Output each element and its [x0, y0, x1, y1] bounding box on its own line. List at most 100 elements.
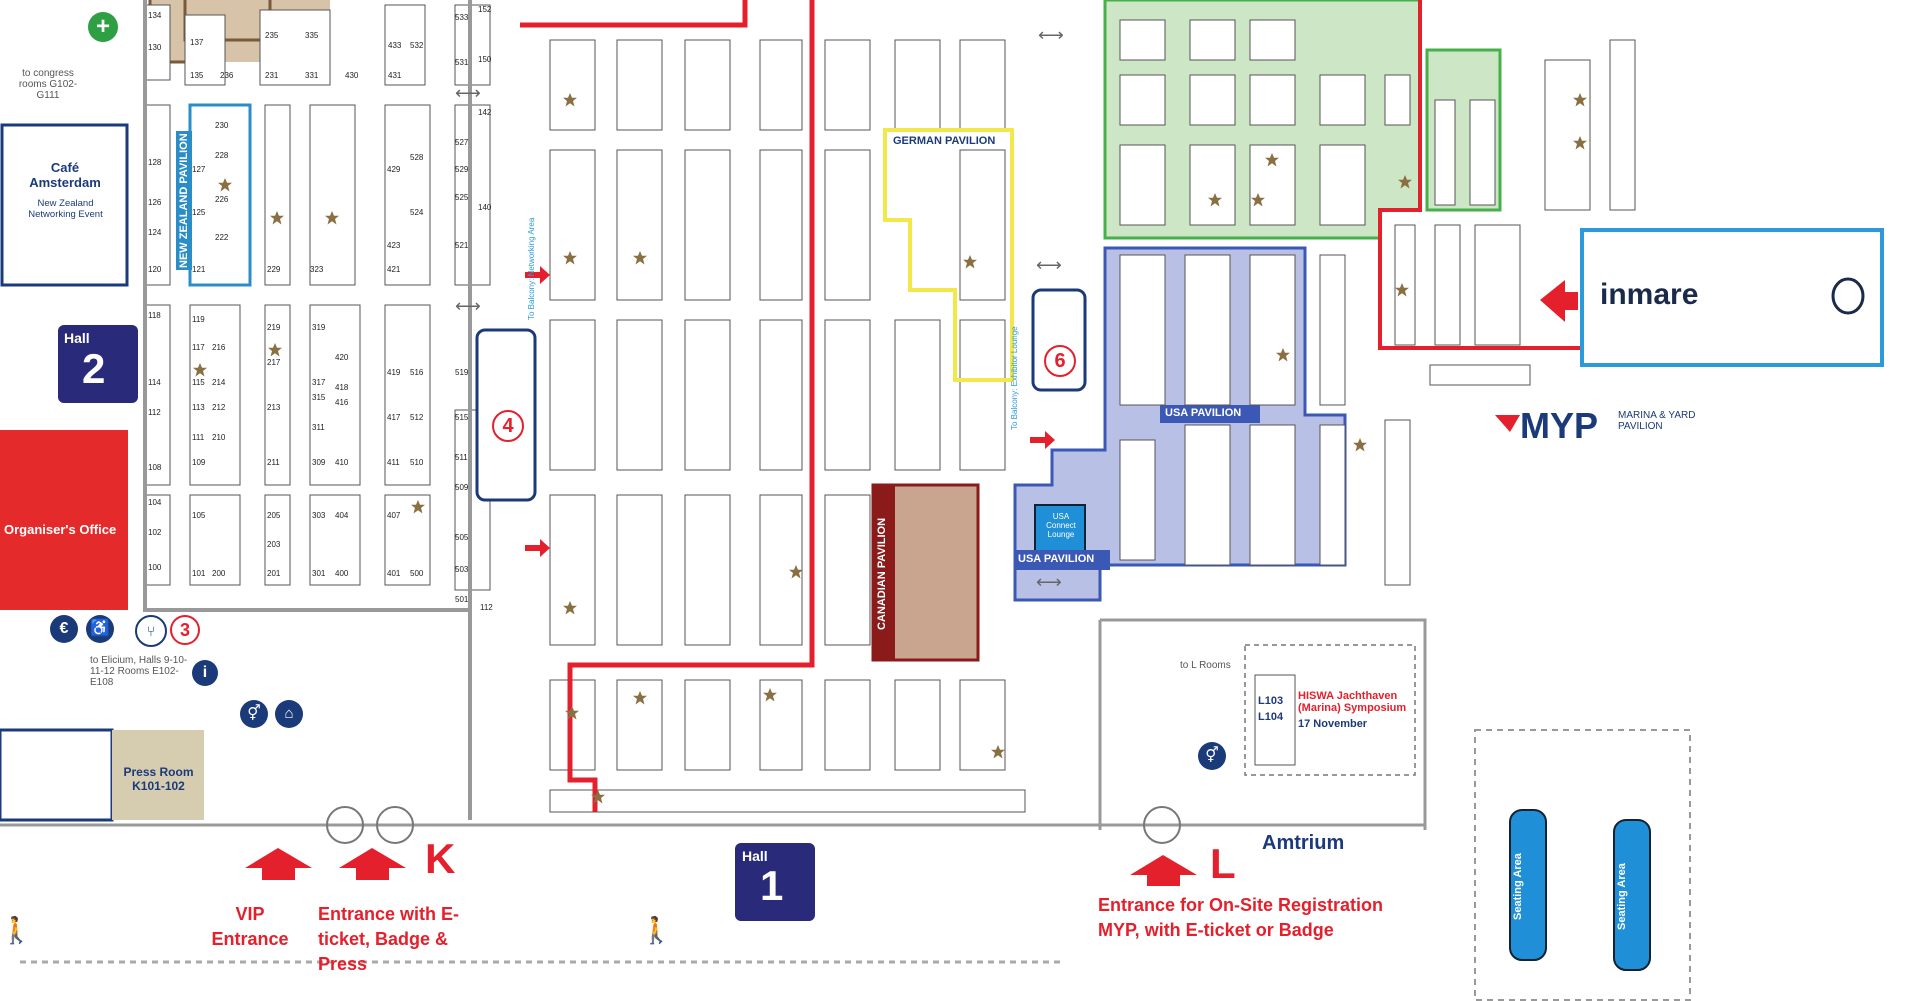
booth-number[interactable]: 430 — [345, 71, 359, 80]
toilet-icon[interactable]: ⚥ — [240, 700, 268, 728]
booth-number[interactable]: 527 — [455, 138, 469, 147]
booth-number[interactable]: 134 — [148, 11, 162, 20]
booth-number[interactable]: 128 — [148, 158, 162, 167]
catering-6-marker[interactable]: 6 — [1044, 345, 1076, 377]
booth-number[interactable]: 216 — [212, 343, 226, 352]
booth-number[interactable]: 226 — [215, 195, 229, 204]
booth-number[interactable]: 431 — [388, 71, 402, 80]
booth-number[interactable]: 119 — [192, 315, 205, 324]
booth-number[interactable]: 511 — [455, 453, 468, 462]
booth-number[interactable]: 124 — [148, 228, 162, 237]
wheelchair-icon[interactable]: ♿ — [86, 615, 114, 643]
booth-number[interactable]: 231 — [265, 71, 279, 80]
booth-number[interactable]: 315 — [312, 393, 326, 402]
toilet-icon[interactable]: ⚥ — [1198, 742, 1226, 770]
booth-number[interactable]: 135 — [190, 71, 204, 80]
booth-number[interactable]: 105 — [192, 511, 206, 520]
booth-number[interactable]: 317 — [312, 378, 326, 387]
booth-number[interactable]: 533 — [455, 13, 469, 22]
booth-number[interactable]: 532 — [410, 41, 424, 50]
booth-number[interactable]: 102 — [148, 528, 162, 537]
booth-number[interactable]: 236 — [220, 71, 234, 80]
booth-number[interactable]: 109 — [192, 458, 206, 467]
booth-number[interactable]: 433 — [388, 41, 402, 50]
booth-number[interactable]: 201 — [267, 569, 281, 578]
catering-3-marker[interactable]: 3 — [170, 615, 200, 645]
booth-number[interactable]: 416 — [335, 398, 349, 407]
restaurant-icon[interactable]: ⑂ — [135, 615, 167, 647]
booth-number[interactable]: 212 — [212, 403, 226, 412]
booth-number[interactable]: 503 — [455, 565, 469, 574]
booth-number[interactable]: 323 — [310, 265, 324, 274]
booth-number[interactable]: 214 — [212, 378, 226, 387]
booth-number[interactable]: 531 — [455, 58, 469, 67]
booth-number[interactable]: 410 — [335, 458, 349, 467]
booth-number[interactable]: 222 — [215, 233, 229, 242]
booth-number[interactable]: 125 — [192, 208, 206, 217]
booth-number[interactable]: 525 — [455, 193, 469, 202]
booth-number[interactable]: 211 — [267, 458, 280, 467]
booth-number[interactable]: 516 — [410, 368, 424, 377]
booth-number[interactable]: 213 — [267, 403, 281, 412]
booth-number[interactable]: 519 — [455, 368, 469, 377]
booth-number[interactable]: 311 — [312, 423, 325, 432]
booth-number[interactable]: 203 — [267, 540, 281, 549]
booth-number[interactable]: 411 — [387, 458, 400, 467]
booth-number[interactable]: 205 — [267, 511, 281, 520]
booth-number[interactable]: 152 — [478, 5, 492, 14]
booth-number[interactable]: 127 — [192, 165, 206, 174]
booth-number[interactable]: 309 — [312, 458, 326, 467]
booth-number[interactable]: 112 — [480, 603, 493, 612]
booth-number[interactable]: 118 — [148, 311, 161, 320]
booth-number[interactable]: 515 — [455, 413, 469, 422]
first-aid-icon[interactable]: + — [88, 12, 118, 42]
booth-number[interactable]: 418 — [335, 383, 349, 392]
booth-number[interactable]: 120 — [148, 265, 162, 274]
booth-number[interactable]: 235 — [265, 31, 279, 40]
booth-number[interactable]: 150 — [478, 55, 492, 64]
booth-number[interactable]: 230 — [215, 121, 229, 130]
booth-number[interactable]: 505 — [455, 533, 469, 542]
booth-number[interactable]: 200 — [212, 569, 226, 578]
booth-number[interactable]: 228 — [215, 151, 229, 160]
booth-number[interactable]: 137 — [190, 38, 204, 47]
booth-number[interactable]: 114 — [148, 378, 161, 387]
booth-number[interactable]: 419 — [387, 368, 401, 377]
booth-number[interactable]: 512 — [410, 413, 424, 422]
booth-number[interactable]: 229 — [267, 265, 281, 274]
booth-number[interactable]: 130 — [148, 43, 162, 52]
booth-number[interactable]: 407 — [387, 511, 401, 520]
booth-number[interactable]: 301 — [312, 569, 326, 578]
booth-number[interactable]: 112 — [148, 408, 161, 417]
info-icon[interactable]: i — [192, 660, 218, 686]
booth-number[interactable]: 108 — [148, 463, 162, 472]
booth-number[interactable]: 521 — [455, 241, 469, 250]
euro-icon[interactable]: € — [50, 615, 78, 643]
booth-number[interactable]: 417 — [387, 413, 401, 422]
booth-number[interactable]: 100 — [148, 563, 162, 572]
booth-number[interactable]: 528 — [410, 153, 424, 162]
booth-number[interactable]: 400 — [335, 569, 349, 578]
booth-number[interactable]: 524 — [410, 208, 424, 217]
booth-number[interactable]: 501 — [455, 595, 469, 604]
booth-number[interactable]: 210 — [212, 433, 226, 442]
booth-number[interactable]: 115 — [192, 378, 205, 387]
booth-number[interactable]: 420 — [335, 353, 349, 362]
booth-number[interactable]: 319 — [312, 323, 326, 332]
booth-number[interactable]: 423 — [387, 241, 401, 250]
booth-number[interactable]: 142 — [478, 108, 492, 117]
booth-number[interactable]: 111 — [192, 433, 205, 442]
booth-number[interactable]: 101 — [192, 569, 206, 578]
booth-number[interactable]: 219 — [267, 323, 281, 332]
booth-number[interactable]: 104 — [148, 498, 162, 507]
booth-number[interactable]: 121 — [192, 265, 206, 274]
booth-number[interactable]: 113 — [192, 403, 205, 412]
booth-number[interactable]: 140 — [478, 203, 492, 212]
booth-number[interactable]: 126 — [148, 198, 162, 207]
booth-number[interactable]: 529 — [455, 165, 469, 174]
booth-number[interactable]: 303 — [312, 511, 326, 520]
booth-number[interactable]: 421 — [387, 265, 401, 274]
booth-number[interactable]: 117 — [192, 343, 205, 352]
booth-number[interactable]: 401 — [387, 569, 401, 578]
booth-number[interactable]: 429 — [387, 165, 401, 174]
